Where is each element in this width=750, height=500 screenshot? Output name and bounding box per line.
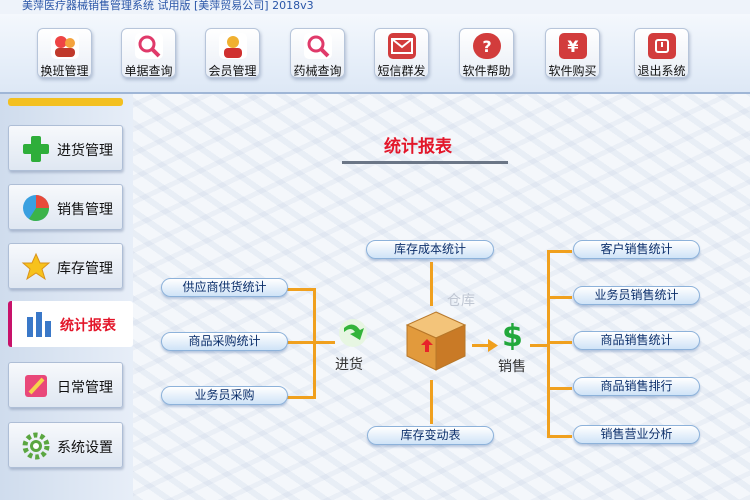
salesperson-purchase-button[interactable]: 业务员采购 (161, 386, 288, 405)
toolbar-label: 换班管理 (40, 64, 89, 78)
toolbar-label: 短信群发 (377, 64, 426, 78)
sms-broadcast-button[interactable]: 短信群发 (374, 28, 429, 78)
toolbar-label: 软件帮助 (462, 64, 511, 78)
svg-text:$: $ (502, 319, 523, 350)
connector-line (547, 435, 572, 438)
connector-line (472, 344, 494, 347)
sidebar-item-purchase[interactable]: 进货管理 (8, 125, 123, 171)
stock-cost-stats-button[interactable]: 库存成本统计 (366, 240, 494, 259)
stock-change-report-button[interactable]: 库存变动表 (367, 426, 494, 445)
bar-chart-icon (27, 312, 51, 337)
toolbar-label: 退出系统 (637, 64, 686, 78)
connector-line (430, 380, 433, 424)
sidebar-item-settings[interactable]: 系统设置 (8, 422, 123, 468)
supplier-supply-stats-button[interactable]: 供应商供货统计 (161, 278, 288, 297)
power-icon (648, 33, 676, 59)
warehouse-label: 仓库 (447, 293, 475, 309)
connector-line (313, 288, 316, 399)
sidebar-item-sales[interactable]: 销售管理 (8, 184, 123, 230)
connector-line (530, 344, 550, 347)
product-sales-stats-button[interactable]: 商品销售统计 (573, 331, 700, 350)
connector-line (287, 341, 335, 344)
sidebar-item-reports[interactable]: 统计报表 (8, 301, 133, 347)
sales-label: 销售 (498, 359, 526, 375)
drug-query-button[interactable]: 药械查询 (290, 28, 345, 78)
sidebar-item-label: 进货管理 (57, 143, 113, 159)
magnifier-icon (135, 33, 163, 59)
sidebar-item-label: 库存管理 (57, 261, 113, 277)
exit-system-button[interactable]: 退出系统 (634, 28, 689, 78)
toolbar-label: 单据查询 (124, 64, 173, 78)
toolbar-label: 会员管理 (208, 64, 257, 78)
sidebar: 进货管理 销售管理 库存管理 统计报表 日常管理 系统设置 (0, 94, 133, 500)
connector-line (547, 387, 572, 390)
sidebar-cap (8, 98, 123, 106)
software-purchase-button[interactable]: ¥ 软件购买 (545, 28, 600, 78)
connector-line (547, 250, 572, 253)
product-sales-ranking-button[interactable]: 商品销售排行 (573, 377, 700, 396)
connector-line (547, 341, 572, 344)
receipt-query-button[interactable]: 单据查询 (121, 28, 176, 78)
member-icon (219, 33, 247, 59)
shift-management-button[interactable]: 换班管理 (37, 28, 92, 78)
box-icon (405, 311, 467, 371)
sidebar-item-label: 统计报表 (60, 318, 116, 334)
sales-business-analysis-button[interactable]: 销售营业分析 (573, 425, 700, 444)
toolbar-label: 药械查询 (293, 64, 342, 78)
sidebar-item-daily[interactable]: 日常管理 (8, 362, 123, 408)
purchase-label: 进货 (335, 357, 363, 373)
green-arrow-icon (339, 319, 367, 347)
arrow-right-icon (488, 339, 498, 352)
gear-icon (22, 432, 50, 460)
brush-icon (25, 375, 47, 397)
users-icon (51, 33, 79, 59)
dollar-icon: $ (502, 319, 523, 350)
connector-line (547, 296, 572, 299)
sidebar-item-label: 日常管理 (57, 380, 113, 396)
window-title-bar: 美萍医疗器械销售管理系统 试用版 [美萍贸易公司] 2018v3 (0, 0, 750, 14)
main-toolbar: 换班管理 单据查询 会员管理 药械查询 短信群发 ? 软件帮助 ¥ 软件购买 (0, 14, 750, 94)
salesperson-sales-stats-button[interactable]: 业务员销售统计 (573, 286, 700, 305)
product-purchase-stats-button[interactable]: 商品采购统计 (161, 332, 288, 351)
connector-line (287, 396, 315, 399)
yen-icon: ¥ (559, 33, 587, 59)
member-management-button[interactable]: 会员管理 (205, 28, 260, 78)
toolbar-label: 软件购买 (548, 64, 597, 78)
window-title: 美萍医疗器械销售管理系统 试用版 [美萍贸易公司] 2018v3 (22, 0, 314, 12)
sidebar-item-label: 销售管理 (57, 202, 113, 218)
help-icon: ? (473, 33, 501, 59)
connector-line (287, 288, 315, 291)
connector-line (547, 250, 550, 438)
envelope-icon (388, 33, 416, 59)
page-title: 统计报表 (384, 137, 452, 157)
plus-icon (23, 136, 49, 162)
sidebar-item-label: 系统设置 (57, 440, 113, 456)
title-underline (342, 161, 508, 164)
software-help-button[interactable]: ? 软件帮助 (459, 28, 514, 78)
sidebar-item-inventory[interactable]: 库存管理 (8, 243, 123, 289)
pie-chart-icon (23, 195, 50, 222)
connector-line (430, 262, 433, 306)
star-icon (21, 252, 51, 281)
magnifier-icon (304, 33, 332, 59)
customer-sales-stats-button[interactable]: 客户销售统计 (573, 240, 700, 259)
